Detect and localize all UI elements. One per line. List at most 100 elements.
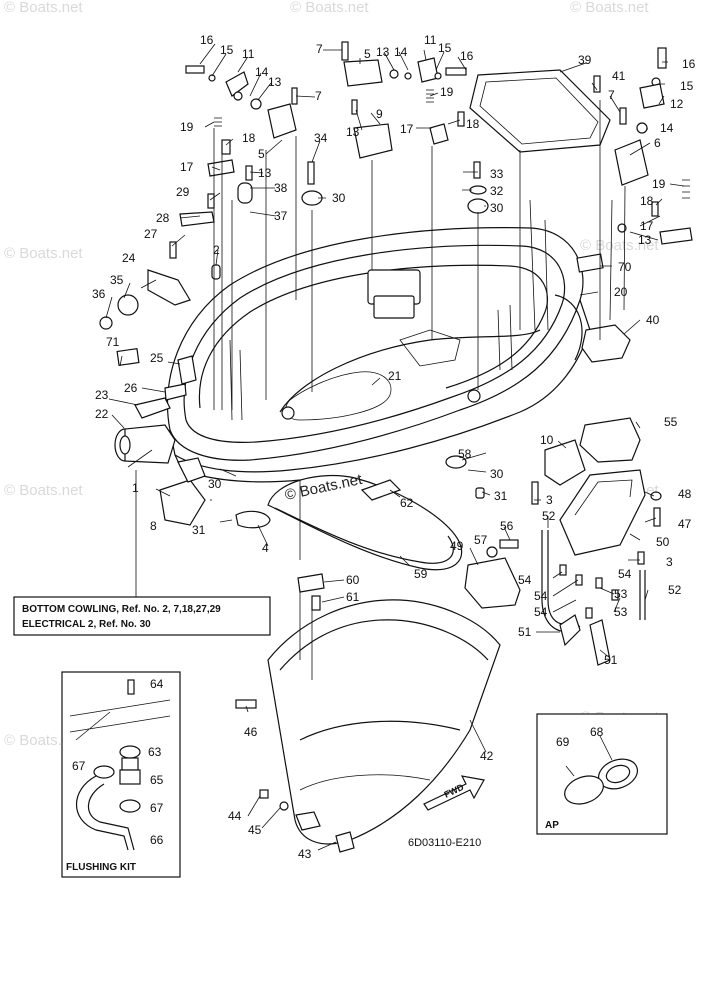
- grommet-36: [99, 316, 113, 330]
- callout-number: 2: [213, 243, 220, 257]
- callout-number: 17: [400, 122, 414, 136]
- watermark: © Boats.net: [4, 482, 83, 499]
- callout-number: 30: [208, 477, 222, 491]
- bracket-55: [579, 417, 641, 463]
- bracket-24: [147, 269, 191, 306]
- callout-number: 15: [438, 41, 452, 55]
- callout-number: 44: [228, 809, 242, 823]
- callout-number: 35: [110, 273, 124, 287]
- callout-number: 14: [660, 121, 674, 135]
- callout-number: 64: [150, 677, 164, 691]
- part-23: [134, 397, 171, 419]
- callout-number: 31: [494, 489, 508, 503]
- callout-number: 18: [640, 194, 654, 208]
- flushing-kit-inset: FLUSHING KIT: [61, 671, 181, 878]
- part-43: [335, 831, 355, 853]
- leader-lines: [105, 43, 685, 851]
- callout-number: 50: [656, 535, 670, 549]
- bottom-cowling: [166, 227, 591, 483]
- callout-number: 25: [150, 351, 164, 365]
- callout-number: 16: [682, 57, 696, 71]
- seal-62: [360, 479, 402, 501]
- washer-45: [279, 801, 289, 811]
- reference-note-line2: ELECTRICAL 2, Ref. No. 30: [22, 619, 151, 630]
- apron-42: [267, 599, 501, 845]
- callout-number: 33: [490, 167, 504, 181]
- callout-number: 68: [590, 725, 604, 739]
- callout-number: 20: [614, 285, 628, 299]
- callout-number: 66: [150, 833, 164, 847]
- callout-number: 48: [678, 487, 692, 501]
- callout-number: 4: [262, 541, 269, 555]
- callout-number: 47: [678, 517, 692, 531]
- callout-number: 24: [122, 251, 136, 265]
- callout-number: 3: [666, 555, 673, 569]
- callout-number: 7: [315, 89, 322, 103]
- callout-number: 54: [534, 605, 548, 619]
- callout-number: 13: [258, 166, 272, 180]
- callout-number: 19: [440, 85, 454, 99]
- callout-number: 1: [132, 481, 139, 495]
- callout-number: 55: [664, 415, 678, 429]
- hose-parts: [445, 455, 662, 666]
- callout-number: 18: [242, 131, 256, 145]
- callout-number: 41: [612, 69, 626, 83]
- bolt-61: [311, 595, 321, 611]
- reference-note-line1: BOTTOM COWLING, Ref. No. 2, 7,18,27,29: [22, 604, 221, 615]
- cover-40: [581, 324, 631, 363]
- grommet-35: [117, 294, 139, 316]
- callout-number: 69: [556, 735, 570, 749]
- callout-number: 63: [148, 745, 162, 759]
- callout-number: 67: [150, 801, 164, 815]
- plate-39: [469, 69, 611, 153]
- callout-number: 5: [258, 147, 265, 161]
- callout-number: 51: [604, 653, 618, 667]
- watermark: © Boats.net: [290, 0, 369, 16]
- watermark: © Boats.net: [570, 0, 649, 16]
- callout-number: 13: [376, 45, 390, 59]
- callout-number: 5: [364, 47, 371, 61]
- callout-number: 56: [500, 519, 514, 533]
- guide-lines: [135, 100, 626, 680]
- callout-number: 65: [150, 773, 164, 787]
- callout-number: 21: [388, 369, 402, 383]
- callout-number: 14: [394, 45, 408, 59]
- diagram-code: 6D03110-E210: [408, 837, 481, 849]
- callout-number: 14: [255, 65, 269, 79]
- callout-number: 27: [144, 227, 158, 241]
- gasket-59: [267, 474, 463, 571]
- callout-number: 28: [156, 211, 170, 225]
- callout-number: 54: [618, 567, 632, 581]
- callout-number: 26: [124, 381, 138, 395]
- hardware-top-right: [576, 47, 693, 273]
- bracket-8: [159, 479, 206, 526]
- callout-number: 13: [268, 75, 282, 89]
- watermark: © Boats.net: [4, 245, 83, 262]
- callout-number: 15: [680, 79, 694, 93]
- callout-number: 42: [480, 749, 494, 763]
- callout-number: 13: [638, 233, 652, 247]
- callout-number: 52: [668, 583, 682, 597]
- callout-number: 30: [332, 191, 346, 205]
- callout-number: 30: [490, 467, 504, 481]
- callout-number: 29: [176, 185, 190, 199]
- callout-number: 38: [274, 181, 288, 195]
- seal-20: [554, 294, 583, 361]
- callout-number: 70: [618, 260, 632, 274]
- callout-number: 16: [200, 33, 214, 47]
- seal-4: [235, 510, 271, 529]
- callout-number: 54: [534, 589, 548, 603]
- bolt-44: [259, 789, 269, 799]
- callout-number: 51: [518, 625, 532, 639]
- callout-number: 17: [640, 219, 654, 233]
- callout-number: 67: [72, 759, 86, 773]
- callout-number: 32: [490, 184, 504, 198]
- callout-number: 10: [540, 433, 554, 447]
- connector-22: [114, 424, 176, 464]
- callout-number: 57: [474, 533, 488, 547]
- callout-number: 17: [180, 160, 194, 174]
- callout-number: 11: [242, 47, 255, 61]
- callout-number: 71: [106, 335, 120, 349]
